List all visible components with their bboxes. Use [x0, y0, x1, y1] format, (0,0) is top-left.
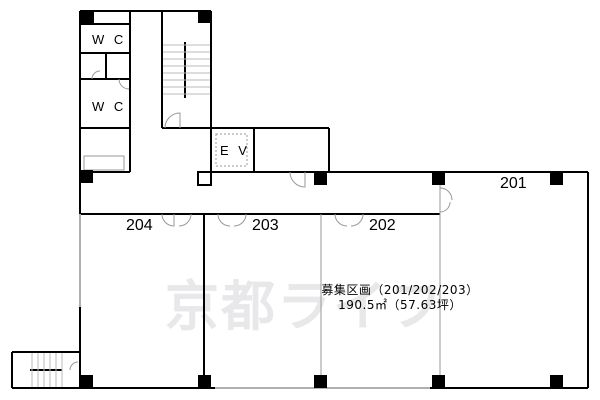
- room-203-label: 203: [252, 217, 279, 234]
- room-204-label: 204: [126, 217, 153, 234]
- listing-area: 190.5㎡（57.63坪）: [338, 298, 462, 312]
- walls: [11, 10, 589, 389]
- wc-upper-label: W C: [92, 32, 127, 47]
- wc-lower-label: W C: [92, 99, 127, 114]
- columns: [80, 10, 563, 388]
- room-202-label: 202: [369, 217, 396, 234]
- elevator-label: E V: [220, 143, 250, 158]
- watermark-logo: 京都ライフ: [165, 275, 445, 338]
- room-201-label: 201: [500, 175, 527, 192]
- listing-title: 募集区画（201/202/203）: [321, 283, 479, 297]
